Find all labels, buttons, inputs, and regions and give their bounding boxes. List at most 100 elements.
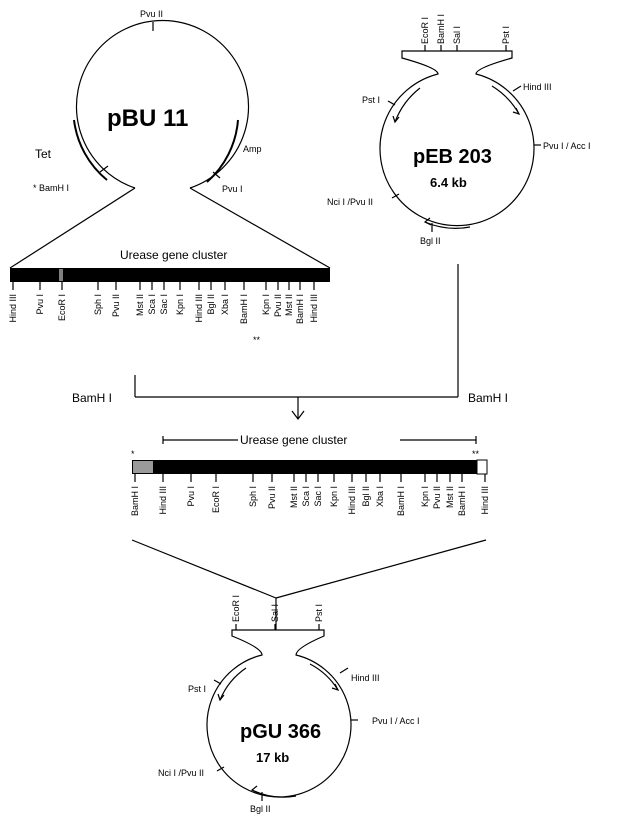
pbu11-tet-label: Tet — [35, 147, 52, 161]
map2-expand-right — [275, 539, 487, 599]
map2-site-label: BamH I — [130, 486, 140, 516]
pbu11-pvui-tick — [212, 171, 221, 179]
map2-site-label: Pvu I — [186, 486, 196, 507]
pgu366-psti-left-label: Pst I — [188, 684, 206, 694]
peb203-psti-top-label: Pst I — [501, 26, 511, 44]
map2-title: Urease gene cluster — [240, 433, 347, 447]
map1-site-label: Sph I — [93, 294, 103, 315]
map2-expand-left — [131, 539, 277, 599]
map1-site-label: Pvu II — [273, 294, 283, 317]
pbu11-amp-gene — [206, 119, 239, 183]
peb203-ncii-pvuii-label: Nci I /Pvu II — [327, 197, 373, 207]
map1-site-label: BamH I — [295, 294, 305, 324]
map2-site-label: Hind III — [347, 486, 357, 515]
map1-site-label: Sca I — [147, 294, 157, 315]
peb203-psti-left-tick — [387, 100, 396, 106]
pbu11-circle — [75, 20, 250, 189]
map1-star: ** — [253, 335, 261, 345]
peb203-bglii-label: Bgl II — [420, 236, 441, 246]
pgu366-circle — [206, 629, 352, 798]
peb203-ecori-label: EcoR I — [420, 17, 430, 44]
map1-urease-cluster: Urease gene cluster Hind III Pvu I EcoR I S… — [8, 248, 330, 345]
map2-site-label: Mst II — [289, 486, 299, 508]
map2-end-segment — [476, 459, 488, 475]
peb203-hindiii-label: Hind III — [523, 82, 552, 92]
peb203-pvui-acci-label: Pvu I / Acc I — [543, 141, 591, 151]
pgu366-bglii-label: Bgl II — [250, 804, 271, 814]
map2-site-label: Hind III — [158, 486, 168, 515]
map2-site-label: BamH I — [396, 486, 406, 516]
map1-site-label: Kpn I — [261, 294, 271, 315]
pgu366-gene-arrowhead-left — [217, 693, 225, 702]
map1-site-label: Hind III — [309, 294, 319, 323]
map1-site-label: Pvu I — [35, 294, 45, 315]
map1-site-label: Mst II — [135, 294, 145, 316]
map2-site-label: Sph I — [248, 486, 258, 507]
pgu366-hindiii-label: Hind III — [351, 673, 380, 683]
map1-site-label: Hind III — [8, 294, 18, 323]
pbu11-bamhi-tick — [99, 165, 109, 173]
peb203-gene-arrowhead-left — [392, 115, 400, 124]
map2-site-label: BamH I — [457, 486, 467, 516]
map1-site-label: BamH I — [239, 294, 249, 324]
peb203-hindiii-tick — [512, 85, 522, 92]
map2-star-left: * — [131, 449, 135, 459]
map2-urease-cluster: Urease gene cluster * ** BamH I Hind III P… — [130, 432, 490, 599]
peb203-gene-arrowhead-bottom — [423, 217, 432, 226]
map1-site-label: Kpn I — [175, 294, 185, 315]
peb203-name: pEB 203 — [413, 146, 492, 168]
pbu11-tet-gene — [73, 119, 108, 181]
map2-site-label: Hind III — [480, 486, 490, 515]
map1-site-label: Sac I — [159, 294, 169, 315]
pgu366-hindiii-tick — [339, 667, 349, 674]
peb203-bamhi-label: BamH I — [436, 14, 446, 44]
pgu366-ncii-pvuii-label: Nci I /Pvu II — [158, 768, 204, 778]
pgu366-gene-arrowhead-bottom — [250, 785, 259, 794]
peb203-gene-arrowhead-right — [512, 107, 521, 116]
map2-site-label: Pvu II — [432, 486, 442, 509]
pbu11-amp-label: Amp — [243, 144, 262, 154]
map2-site-label: Sac I — [313, 486, 323, 507]
join-left-label: BamH I — [72, 391, 112, 405]
join-connector: BamH I BamH I — [72, 264, 508, 420]
pbu11-pvui-label: Pvu I — [222, 184, 243, 194]
pbu11-expand-right — [189, 187, 331, 269]
map2-site-label: EcoR I — [211, 486, 221, 513]
pgu366-pvui-acci-label: Pvu I / Acc I — [372, 716, 420, 726]
map1-title: Urease gene cluster — [120, 248, 227, 262]
pgu366-name: pGU 366 — [240, 721, 321, 743]
map2-site-label: Pvu II — [267, 486, 277, 509]
pbu11-bamhi-label: * BamH I — [33, 183, 69, 193]
pgu366-sali-label: Sal I — [270, 604, 280, 622]
map1-site-label: Pvu II — [111, 294, 121, 317]
map1-site-label: EcoR I — [57, 294, 67, 321]
peb203-sali-label: Sal I — [452, 26, 462, 44]
map2-site-label: Mst II — [445, 486, 455, 508]
map1-site-label: Mst II — [284, 294, 294, 316]
map2-site-label: Kpn I — [329, 486, 339, 507]
pgu366-ncii-pvuii-tick — [216, 766, 225, 772]
pgu366-size: 17 kb — [256, 750, 289, 765]
map2-star-right: ** — [472, 449, 480, 459]
map1-ecori-marker — [59, 269, 63, 281]
map2-title-bg — [238, 432, 400, 446]
map2-site-label: Kpn I — [420, 486, 430, 507]
pgu366-plasmid: EcoR I Sal I Pst I Hind III Pst I Pvu I … — [158, 595, 420, 814]
map1-site-label: Bgl II — [206, 294, 216, 315]
peb203-ncii-pvuii-tick — [391, 193, 400, 199]
map2-site-label: Xba I — [375, 486, 385, 507]
pgu366-psti-label: Pst I — [314, 604, 324, 622]
map2-site-label: Sca I — [301, 486, 311, 507]
pbu11-expand-left — [9, 187, 136, 269]
map1-site-label: Hind III — [194, 294, 204, 323]
peb203-plasmid: EcoR I BamH I Sal I Pst I Hind III Pst I… — [327, 14, 591, 246]
peb203-circle — [379, 50, 535, 227]
peb203-gene-arrow-left — [394, 87, 421, 123]
pgu366-ecori-label: EcoR I — [231, 595, 241, 622]
join-right-label: BamH I — [468, 391, 508, 405]
pgu366-gene-arrow-right — [309, 663, 339, 691]
pbu11-pvuii-label: Pvu II — [140, 9, 163, 19]
